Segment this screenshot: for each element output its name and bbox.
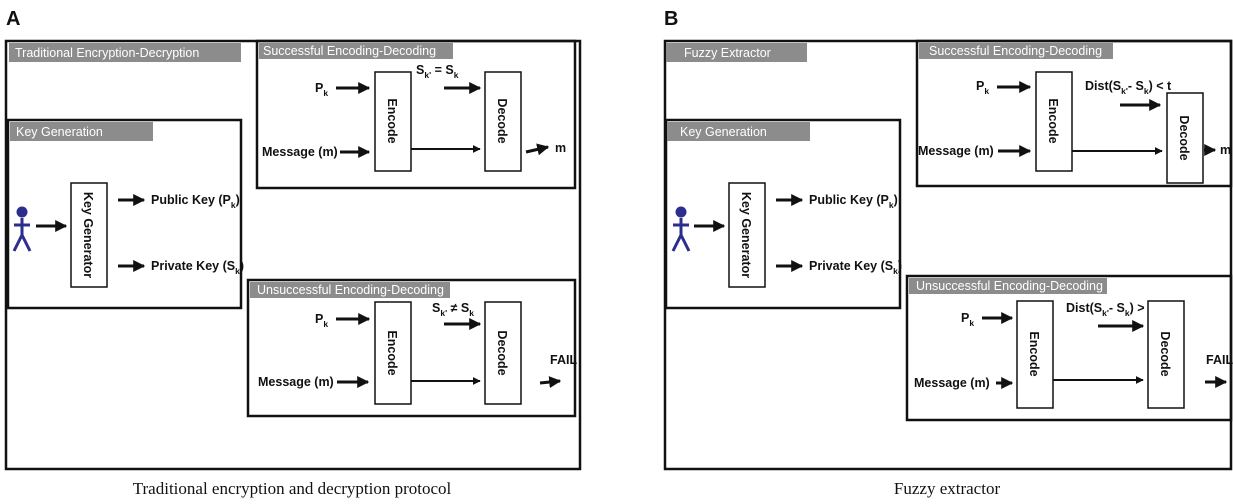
panel-b-key-generator-label: Key Generator bbox=[739, 192, 753, 278]
panel-b-caption: Fuzzy extractor bbox=[893, 479, 1001, 498]
panel-a-fail-condition: Sk' ≠ Sk bbox=[432, 301, 474, 318]
panel-b-fail-tab bbox=[909, 278, 1107, 294]
panel-b: B Fuzzy Extractor Key Generation Key Gen… bbox=[663, 8, 1233, 471]
panel-a-fail-output: FAIL bbox=[550, 353, 577, 367]
panel-b-keygen-tab bbox=[667, 122, 810, 141]
panel-b-keygen-section: Key Generation Key Generator Public Key … bbox=[664, 118, 902, 310]
panel-b-success-decode-box bbox=[1166, 92, 1204, 184]
person-icon bbox=[671, 206, 691, 252]
panel-b-keygen-tab-label: Key Generation bbox=[680, 125, 767, 139]
panel-b-public-key-label: Public Key (Pk) bbox=[809, 193, 898, 210]
panel-b-fail-decode-box bbox=[1147, 300, 1185, 409]
panel-a-success-encode-label: Encode bbox=[385, 98, 399, 143]
panel-a-success-pk: Pk bbox=[315, 81, 328, 98]
panel-b-success-encode-label: Encode bbox=[1046, 98, 1060, 143]
panel-b-title-tab bbox=[666, 43, 807, 62]
person-icon bbox=[12, 206, 32, 252]
panel-a-fail-decode-box bbox=[484, 301, 522, 405]
panel-b-success-message: Message (m) bbox=[918, 144, 994, 158]
panel-b-success-tab-label: Successful Encoding-Decoding bbox=[929, 44, 1102, 58]
panel-b-fail-decode-label: Decode bbox=[1158, 331, 1172, 376]
panel-b-fail-encode-box bbox=[1016, 300, 1054, 409]
panel-a-success-tab-label: Successful Encoding-Decoding bbox=[263, 44, 436, 58]
panel-a-fail-encode-box bbox=[374, 301, 412, 405]
panel-a-letter: A bbox=[6, 8, 20, 30]
panel-b-fail-frame bbox=[905, 274, 1233, 422]
panel-a-keygen-frame bbox=[6, 118, 243, 310]
panel-a-caption: Traditional encryption and decryption pr… bbox=[132, 479, 452, 498]
panel-b-key-generator-box bbox=[728, 182, 766, 288]
panel-a: A Traditional Encryption-Decryption Key … bbox=[4, 8, 582, 471]
panel-a-title: Traditional Encryption-Decryption bbox=[15, 46, 199, 60]
panel-a-key-generator-box bbox=[70, 182, 108, 288]
panel-a-keygen-section: Key Generation Key Generator Public Key … bbox=[6, 118, 244, 310]
panel-a-fail-pk: Pk bbox=[315, 312, 328, 329]
panel-b-fail-output: FAIL bbox=[1206, 353, 1233, 367]
panel-a-key-generator-label: Key Generator bbox=[81, 192, 95, 278]
panel-b-success-tab bbox=[919, 43, 1113, 59]
panel-a-fail-frame bbox=[246, 278, 577, 418]
panel-a-success-tab bbox=[259, 43, 453, 59]
panel-b-success-pk: Pk bbox=[976, 79, 989, 96]
panel-b-keygen-frame bbox=[664, 118, 902, 310]
panel-a-success-frame bbox=[255, 39, 577, 190]
panel-a-fail-tab-label: Unsuccessful Encoding-Decoding bbox=[257, 283, 444, 297]
panel-b-success-output: m bbox=[1220, 143, 1231, 157]
panel-b-fail-section: Unsuccessful Encoding-Decoding Pk Messag… bbox=[905, 274, 1233, 422]
panel-a-keygen-tab bbox=[10, 122, 153, 141]
panel-b-title: Fuzzy Extractor bbox=[684, 46, 771, 60]
panel-a-success-encode-box bbox=[374, 71, 412, 172]
panel-a-fail-decode-label: Decode bbox=[495, 330, 509, 375]
panel-b-fail-pk: Pk bbox=[961, 311, 974, 328]
panel-a-success-section: Successful Encoding-Decoding Pk Message … bbox=[255, 39, 577, 190]
panel-a-fail-section: Unsuccessful Encoding-Decoding Pk Messag… bbox=[246, 278, 577, 418]
panel-b-success-frame bbox=[915, 39, 1233, 188]
panel-a-fail-encode-label: Encode bbox=[385, 330, 399, 375]
panel-b-fail-condition: Dist(Sk'- Sk) > t bbox=[1066, 301, 1153, 318]
panel-a-success-decode-label: Decode bbox=[495, 98, 509, 143]
panel-b-fail-encode-label: Encode bbox=[1027, 331, 1041, 376]
panel-b-success-section: Successful Encoding-Decoding Pk Message … bbox=[915, 39, 1233, 188]
panel-a-private-key-label: Private Key (Sk) bbox=[151, 259, 244, 276]
panel-b-success-encode-box bbox=[1035, 71, 1073, 172]
panel-a-public-key-label: Public Key (Pk) bbox=[151, 193, 240, 210]
panel-a-title-tab bbox=[9, 43, 241, 62]
panel-b-private-key-label: Private Key (Sk) bbox=[809, 259, 902, 276]
panel-a-keygen-tab-label: Key Generation bbox=[16, 125, 103, 139]
panel-b-fail-tab-label: Unsuccessful Encoding-Decoding bbox=[916, 279, 1103, 293]
panel-a-success-condition: Sk' = Sk bbox=[416, 63, 459, 80]
panel-a-success-message: Message (m) bbox=[262, 145, 338, 159]
panel-b-success-condition: Dist(Sk'- Sk) < t bbox=[1085, 79, 1172, 96]
panel-b-fail-message: Message (m) bbox=[914, 376, 990, 390]
panel-a-success-decode-box bbox=[484, 71, 522, 172]
panel-b-letter: B bbox=[664, 8, 678, 30]
panel-a-fail-tab bbox=[250, 282, 450, 298]
panel-a-fail-message: Message (m) bbox=[258, 375, 334, 389]
panel-a-success-output: m bbox=[555, 141, 566, 155]
panel-b-success-decode-label: Decode bbox=[1177, 115, 1191, 160]
